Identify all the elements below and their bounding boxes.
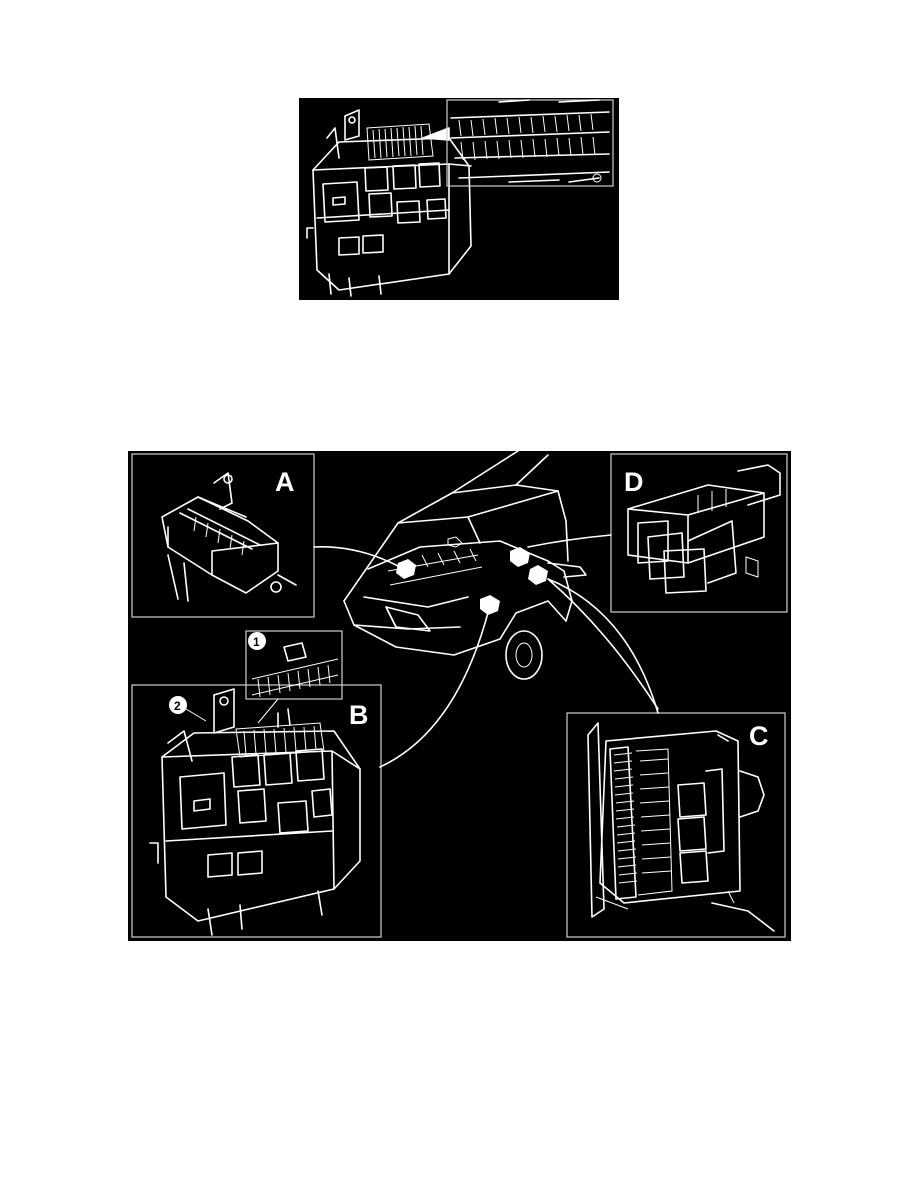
relay-box-icon (306, 109, 472, 297)
panel-d: D (610, 453, 788, 613)
relay-box-overview-figure (299, 98, 619, 300)
callout-1-label: 1 (253, 635, 260, 649)
callout-2-marker (169, 696, 187, 714)
relay-panel-c-icon (587, 722, 775, 932)
fuse-strip-icon (366, 123, 434, 161)
callout-d-label: D (624, 467, 644, 497)
fuse-inset-1 (245, 630, 343, 700)
relay-block-d-icon (627, 464, 781, 594)
fuse-strip-b-icon (235, 722, 325, 758)
relay-locations-figure: A D (128, 451, 791, 941)
leader-lines (313, 534, 659, 768)
callout-b-label: B (349, 700, 369, 730)
callout-a-label: A (275, 467, 295, 497)
relay-box-overview-svg (306, 99, 614, 297)
callout-2-label: 2 (174, 699, 181, 713)
fuse-strip-detail-icon (446, 99, 614, 187)
relay-box-a-icon (161, 472, 297, 602)
panel-b: 1 2 B (131, 630, 382, 938)
callout-1-marker (248, 632, 266, 650)
relay-locations-svg: A D (131, 451, 788, 938)
relay-box-b-icon (149, 688, 361, 936)
panel-c: C (566, 712, 786, 938)
callout-c-label: C (749, 721, 769, 751)
panel-a: A (131, 453, 315, 618)
vehicle-icon (343, 451, 587, 680)
